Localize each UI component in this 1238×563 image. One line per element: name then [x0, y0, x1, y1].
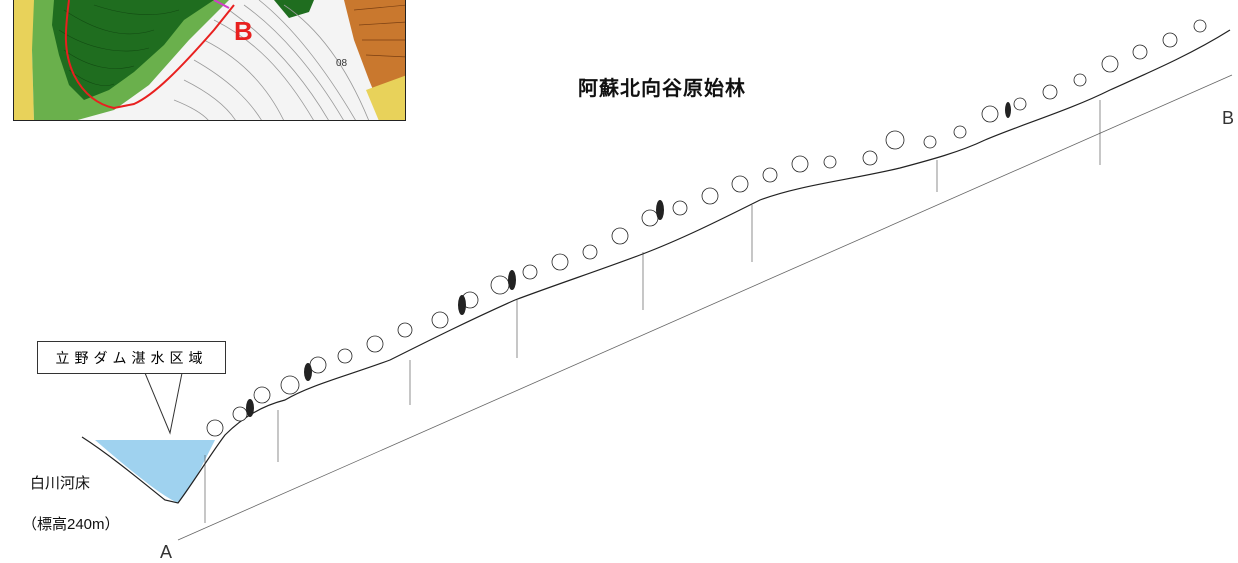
distance-markers — [204, 100, 1101, 523]
contour-label: 08 — [336, 58, 348, 69]
dark-trees — [246, 102, 1011, 417]
endpoint-b-label: B — [1222, 108, 1235, 128]
tree-silhouettes — [206, 19, 1207, 437]
terrain-profile — [81, 29, 1231, 504]
riverbed-name: 白川河床 — [30, 475, 91, 492]
reservoir-callout: 立野ダム湛水区域 — [37, 341, 226, 374]
reservoir-water — [95, 440, 215, 503]
page-title: 阿蘇北向谷原始林 — [578, 78, 746, 100]
map-inset: 08 — [13, 0, 406, 121]
map-marker-b: B — [234, 16, 253, 46]
baseline — [177, 74, 1233, 541]
callout-pointer — [144, 372, 183, 435]
endpoint-a-label: A — [160, 542, 173, 562]
reservoir-callout-text: 立野ダム湛水区域 — [55, 349, 208, 366]
riverbed-elevation: （標高240m） — [22, 516, 120, 533]
